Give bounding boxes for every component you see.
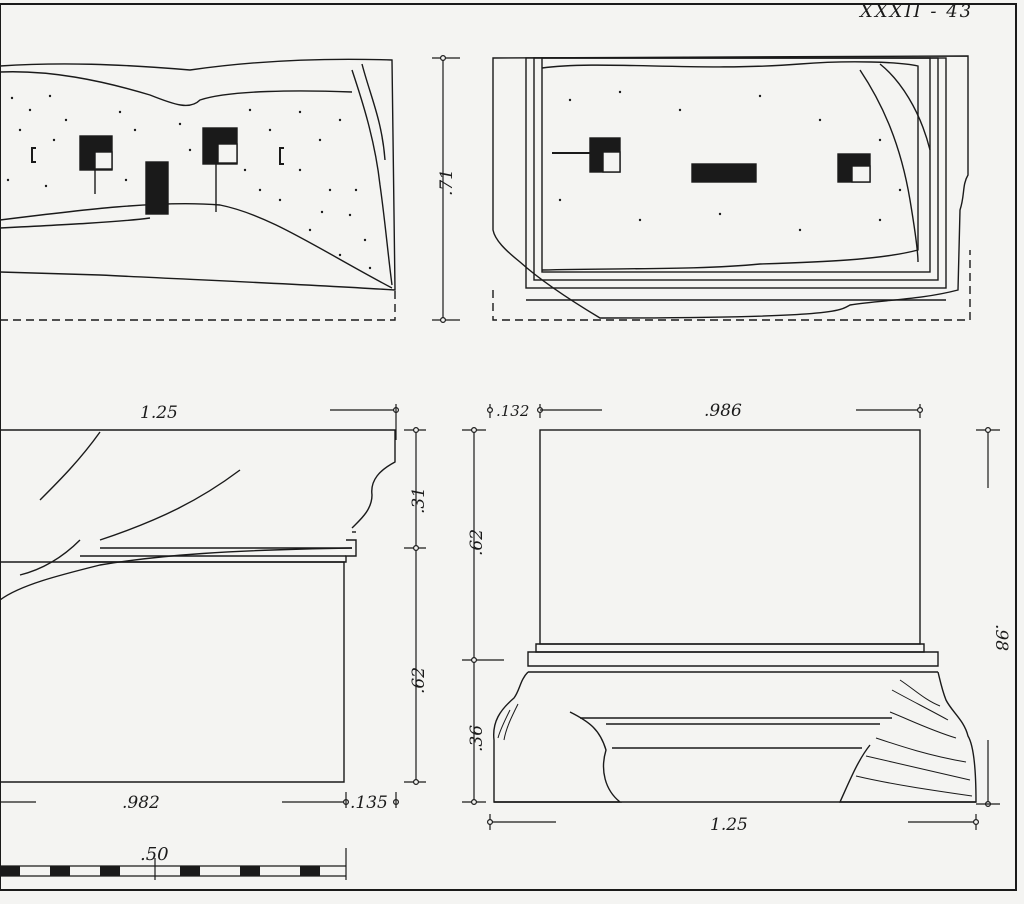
section-hatch [497, 679, 973, 797]
sheet-border [0, 3, 1017, 891]
top-left-upper-edge [0, 71, 353, 107]
elevation-crack-1 [39, 431, 101, 501]
plan-socket-1-inner [602, 151, 621, 173]
top-left-dashed-outline [0, 290, 396, 321]
label-elevation-mid-height: .62 [409, 667, 429, 694]
label-section-total-height: .98 [991, 624, 1011, 651]
section-astragal [535, 643, 925, 653]
plan-frame-3 [541, 57, 931, 273]
section-base-left [493, 671, 622, 803]
scale-bar [0, 848, 347, 880]
section-shaft [539, 429, 921, 645]
label-elevation-width: 1.25 [140, 403, 178, 423]
label-top-height: .71 [437, 169, 457, 196]
top-right-plan [492, 55, 971, 321]
label-section-shaft-width: .986 [704, 401, 742, 421]
top-left-outline [0, 58, 396, 291]
bottom-right-dimensions [462, 404, 1000, 830]
plan-inner-surface [541, 61, 919, 271]
small-mark-2 [279, 147, 284, 165]
stipple-texture [6, 94, 372, 270]
section-base-right [838, 671, 977, 803]
clamp-cutting [145, 161, 169, 215]
plan-socket-2-inner [851, 165, 871, 183]
sheet-reference: XXXII - 43 [858, 1, 973, 22]
top-left-weathered-edge [351, 69, 393, 286]
label-section-offset: .132 [496, 402, 529, 420]
plan-outer-dashed [492, 250, 971, 321]
label-section-shaft-height: .62 [467, 529, 487, 556]
top-left-lower-surface [0, 202, 393, 289]
scale-bar-ticks [0, 866, 320, 876]
plan-outer-edge [492, 55, 969, 319]
top-left-weathered-edge-2 [361, 63, 386, 161]
socket-1-inner [94, 151, 113, 170]
plan-weathered-edge [859, 69, 919, 263]
elevation-molding-band [80, 539, 357, 563]
bottom-right-section [493, 429, 977, 803]
elevation-capital-top [0, 429, 396, 529]
section-torus [527, 651, 939, 667]
dimension-top-height [432, 54, 460, 324]
label-elevation-offset: .135 [350, 793, 388, 813]
label-section-base-width: 1.25 [710, 815, 748, 835]
plan-clamp-cutting [691, 163, 757, 183]
label-elevation-base-width: .982 [122, 793, 160, 813]
label-section-base-height: .36 [467, 725, 487, 752]
label-elevation-top-height: .31 [409, 487, 429, 514]
small-mark-1 [31, 147, 36, 163]
bottom-left-dimensions [0, 404, 426, 808]
bottom-left-elevation [0, 429, 396, 783]
plan-weathered-edge-2 [879, 63, 931, 151]
top-left-view [0, 58, 396, 321]
elevation-crack-2 [99, 469, 241, 541]
top-left-ground-line [0, 217, 151, 229]
scale-bar-label: .50 [140, 844, 169, 865]
socket-2-inner [217, 143, 238, 164]
plan-stipple [558, 90, 902, 232]
elevation-shaft [0, 561, 345, 783]
elevation-crack-3 [19, 539, 81, 576]
